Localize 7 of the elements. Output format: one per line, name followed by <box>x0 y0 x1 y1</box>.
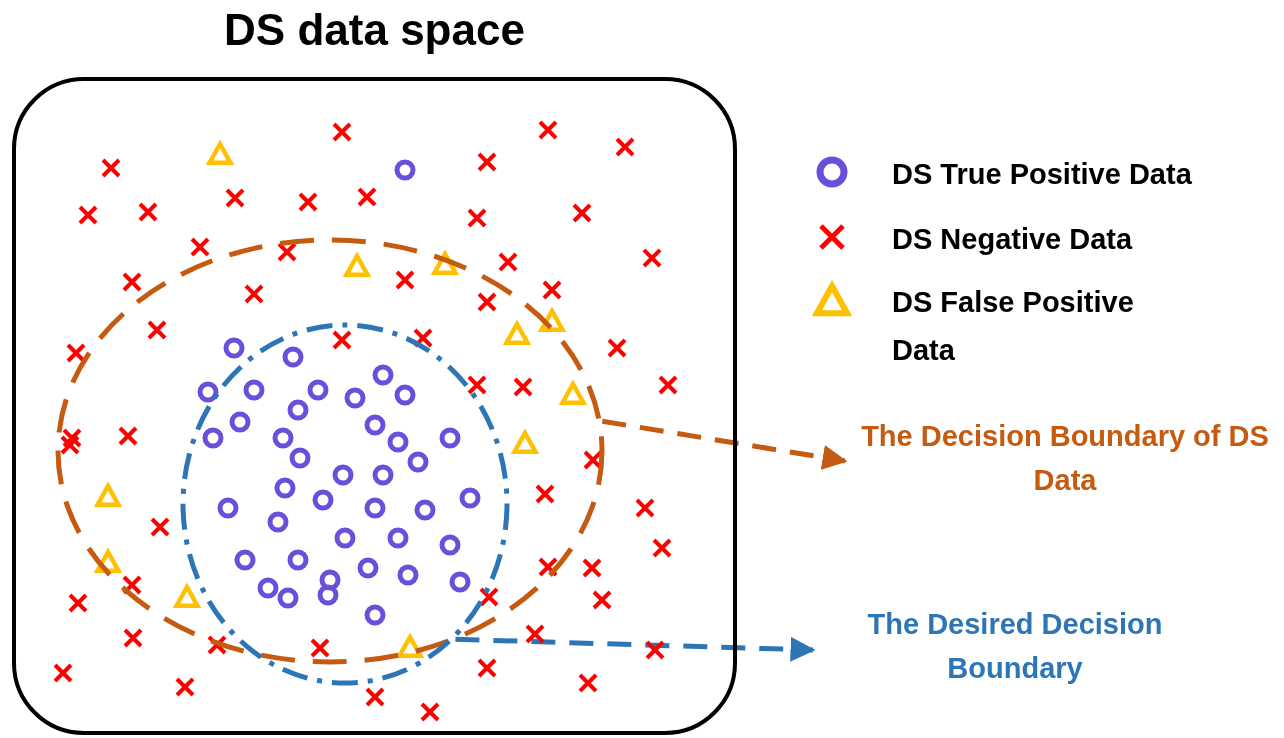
legend-label: DS False Positive Data <box>892 285 1135 368</box>
dashed-arrow <box>601 418 848 470</box>
boundary-label: The Desired Decision Boundary <box>866 607 1164 686</box>
legend-label: DS Negative Data <box>892 222 1134 257</box>
panel-title: DS data space <box>223 5 526 55</box>
legend-label: DS True Positive Data <box>892 157 1193 192</box>
boundary-label: The Decision Boundary of DS Data <box>860 419 1270 498</box>
